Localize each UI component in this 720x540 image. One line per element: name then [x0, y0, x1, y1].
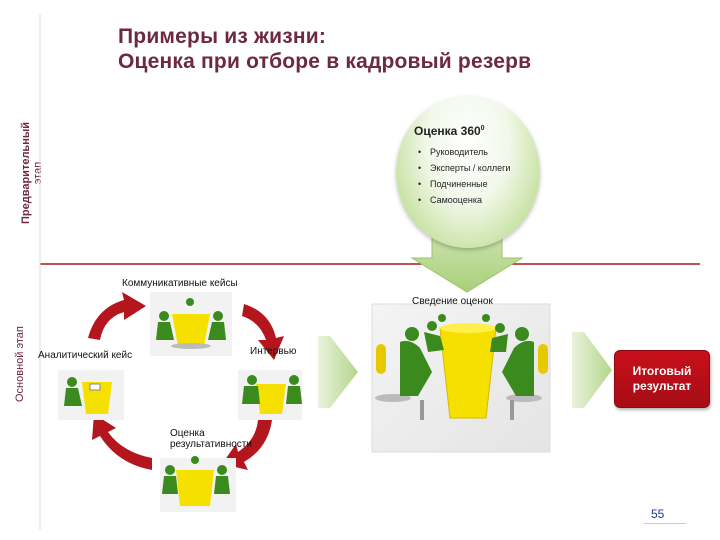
person-body	[424, 332, 444, 352]
cycle-arrow-4	[92, 414, 152, 470]
summary-table-top	[440, 323, 496, 333]
chair-leg	[420, 400, 424, 420]
summary-table	[439, 327, 497, 419]
chair	[376, 344, 386, 374]
chair	[538, 344, 548, 374]
person-head	[482, 314, 490, 322]
final-result-line-2: результат	[632, 379, 692, 393]
cycle-arrow-3	[222, 420, 272, 470]
scene-interview	[238, 370, 302, 420]
arrow-to-result	[572, 332, 612, 408]
laptop	[89, 383, 101, 391]
assessment-360-list: •Руководитель •Эксперты / коллеги •Подчи…	[418, 144, 510, 208]
person-body	[208, 322, 226, 340]
list-item: •Подчиненные	[418, 179, 488, 189]
person-head	[405, 327, 419, 341]
chair-leg	[510, 400, 514, 420]
performance-label-line-1: Оценка	[170, 428, 205, 439]
summary-meeting-scene	[375, 314, 548, 420]
person-head	[515, 327, 529, 341]
assessment-360-title-text: Оценка 360	[414, 124, 481, 138]
title-line-1: Примеры из жизни:	[118, 25, 327, 48]
final-result-box: Итоговый результат	[614, 350, 710, 408]
scene-analytical-case	[58, 370, 124, 420]
performance-label-line-2: результативности	[170, 439, 252, 450]
list-item-label: Подчиненные	[430, 179, 488, 189]
person-head	[186, 298, 194, 306]
performance-label: Оценка результативности	[170, 428, 252, 450]
assessment-360-circle	[396, 96, 540, 248]
person-head	[427, 321, 437, 331]
list-item-label: Эксперты / коллеги	[430, 163, 511, 173]
list-item: •Эксперты / коллеги	[418, 163, 511, 173]
list-item: •Руководитель	[418, 147, 488, 157]
scene-communicative-cases	[150, 292, 232, 356]
page-number: 55	[651, 507, 665, 521]
list-item: •Самооценка	[418, 195, 482, 205]
cycle-arrow-1	[88, 292, 146, 340]
scene-table	[176, 470, 214, 506]
person-head	[495, 323, 505, 333]
person-body	[490, 334, 508, 352]
person-head	[289, 375, 299, 385]
scene-performance	[160, 456, 236, 512]
person-head	[165, 465, 175, 475]
scene-table	[172, 314, 210, 346]
interview-label: Интервью	[250, 346, 297, 357]
title-line-2: Оценка при отборе в кадровый резерв	[118, 50, 532, 73]
list-item-label: Самооценка	[430, 195, 482, 205]
person-head	[191, 456, 199, 464]
communicative-cases-label: Коммуникативные кейсы	[122, 278, 238, 289]
final-result-line-1: Итоговый	[632, 364, 692, 378]
person-body	[64, 388, 82, 406]
person-body	[400, 340, 432, 396]
person-body	[214, 476, 230, 494]
person-head	[159, 311, 169, 321]
list-item-label: Руководитель	[430, 147, 488, 157]
analytical-case-label: Аналитический кейс	[38, 350, 133, 361]
person-head	[213, 311, 223, 321]
assessment-360-title-sup: 0	[480, 125, 485, 132]
person-head	[438, 314, 446, 322]
person-head	[217, 465, 227, 475]
cycle-arrow-2	[242, 304, 284, 360]
scene-table	[256, 384, 286, 414]
assessment-360-title: Оценка 3600	[414, 124, 485, 138]
person-body	[162, 476, 178, 494]
arrow-to-summary	[318, 336, 358, 408]
person-body	[242, 386, 260, 404]
person-body	[286, 386, 302, 404]
page-number-box	[644, 505, 686, 524]
person-head	[247, 375, 257, 385]
summary-label: Сведение оценок	[412, 296, 493, 307]
page-title: Примеры из жизни: Оценка при отборе в ка…	[118, 24, 531, 74]
person-body	[502, 340, 534, 396]
person-head	[67, 377, 77, 387]
person-body	[156, 322, 174, 340]
scene-shadow	[171, 343, 211, 349]
